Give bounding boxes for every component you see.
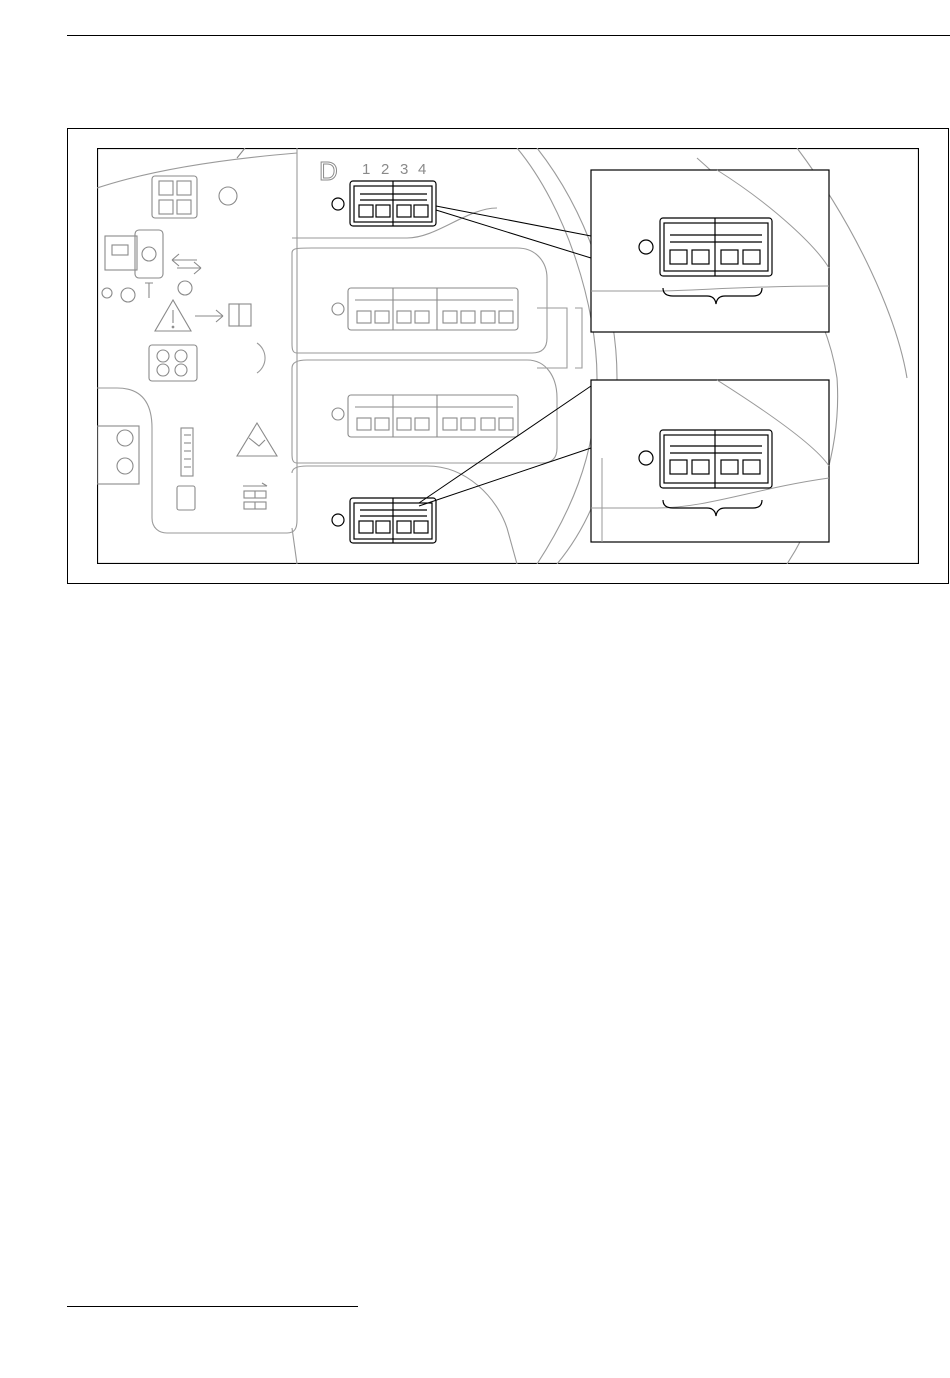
slot-label: D (319, 156, 338, 186)
terminal-compartment-diagram: D 1 2 3 4 (97, 148, 919, 564)
terminal-number-3: 3 (400, 161, 408, 178)
terminal-number-2: 2 (381, 161, 389, 178)
footnote-rule (67, 1306, 358, 1307)
terminal-number-4: 4 (418, 161, 426, 178)
terminal-number-1: 1 (362, 161, 370, 178)
header-rule (67, 35, 950, 36)
